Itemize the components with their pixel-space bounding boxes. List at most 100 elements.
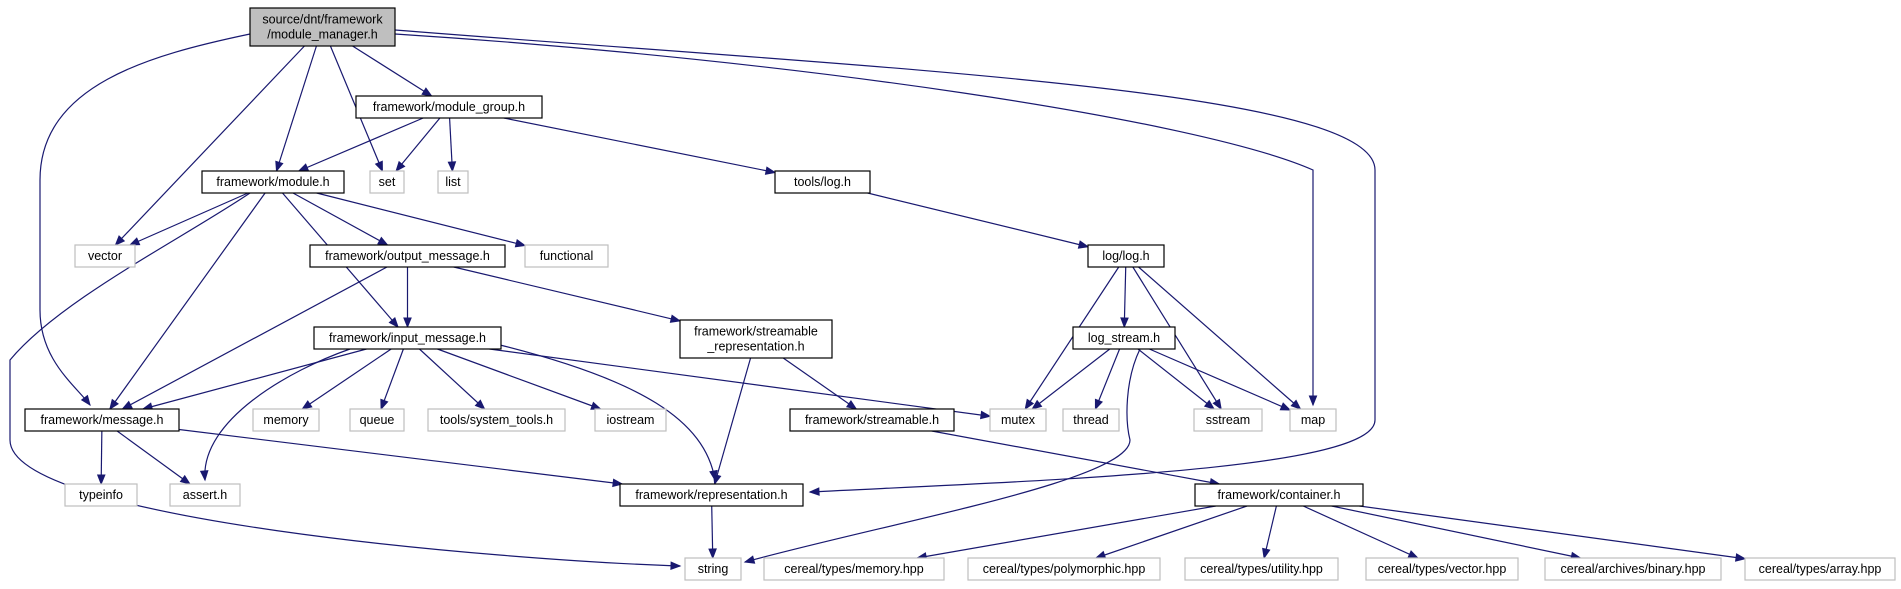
node-label: framework/module_group.h — [373, 100, 525, 114]
node-label: sstream — [1206, 413, 1250, 427]
edge-message-to-assert — [116, 430, 191, 485]
edge-module-to-functional — [316, 192, 527, 248]
node-label: memory — [263, 413, 309, 427]
node-input_message[interactable]: framework/input_message.h — [313, 326, 502, 350]
edge-log_stream-to-map — [1149, 348, 1292, 411]
node-label: cereal/types/polymorphic.hpp — [983, 562, 1146, 576]
node-vector: vector — [74, 244, 136, 268]
node-set: set — [369, 170, 405, 194]
node-label: log_stream.h — [1088, 331, 1160, 345]
node-container[interactable]: framework/container.h — [1194, 483, 1364, 507]
node-box — [252, 408, 320, 432]
edge-root-to-map — [394, 33, 1318, 407]
node-box — [1184, 557, 1339, 581]
edge-module-to-vector — [128, 192, 249, 246]
node-label: cereal/types/memory.hpp — [784, 562, 923, 576]
node-label: framework/module.h — [216, 175, 329, 189]
node-map: map — [1289, 408, 1337, 432]
node-box — [1544, 557, 1722, 581]
edge-log_stream-to-string — [743, 348, 1141, 564]
edge-container-to-cereal_utility — [1262, 505, 1277, 560]
node-label: framework/input_message.h — [329, 331, 486, 345]
edge-module-to-message — [109, 192, 266, 411]
node-label: map — [1301, 413, 1325, 427]
edge-root-to-module_group — [352, 45, 433, 97]
node-label: iostream — [607, 413, 655, 427]
edge-log_stream-to-sstream — [1137, 348, 1216, 410]
node-tools_log[interactable]: tools/log.h — [774, 170, 871, 194]
node-box — [437, 170, 469, 194]
edge-tools_log-to-log_log — [867, 192, 1090, 249]
node-module[interactable]: framework/module.h — [201, 170, 345, 194]
node-log_stream[interactable]: log_stream.h — [1072, 326, 1176, 350]
node-box — [763, 557, 945, 581]
node-root[interactable]: source/dnt/framework/module_manager.h — [249, 7, 396, 47]
node-label: queue — [360, 413, 395, 427]
node-typeinfo: typeinfo — [64, 483, 138, 507]
edge-input_message-to-system_tools — [419, 348, 486, 410]
node-label: set — [379, 175, 396, 189]
node-assert: assert.h — [169, 483, 241, 507]
node-label: assert.h — [183, 488, 228, 502]
edge-module_group-to-tools_log — [503, 117, 777, 175]
node-label: _representation.h — [706, 340, 804, 354]
edge-streamable_repr-to-streamable — [782, 357, 858, 410]
node-label: framework/streamable.h — [805, 413, 939, 427]
node-streamable_repr[interactable]: framework/streamable_representation.h — [679, 319, 833, 359]
nodes-layer: source/dnt/framework/module_manager.hfra… — [24, 7, 1896, 581]
node-box — [64, 483, 138, 507]
node-box — [1062, 408, 1120, 432]
edge-container-to-cereal_memory — [915, 505, 1216, 561]
node-box — [967, 557, 1161, 581]
node-box — [619, 483, 804, 507]
node-box — [201, 170, 345, 194]
node-label: source/dnt/framework — [262, 13, 383, 27]
node-box — [427, 408, 566, 432]
node-streamable[interactable]: framework/streamable.h — [789, 408, 955, 432]
edge-log_log-to-sstream — [1132, 266, 1222, 411]
node-cereal_memory: cereal/types/memory.hpp — [763, 557, 945, 581]
node-box — [1193, 408, 1263, 432]
node-label: cereal/types/array.hpp — [1759, 562, 1882, 576]
node-box — [369, 170, 405, 194]
edge-output_message-to-input_message — [403, 267, 412, 329]
node-box — [1744, 557, 1896, 581]
node-label: string — [698, 562, 729, 576]
node-box — [684, 557, 742, 581]
edges-layer — [9, 29, 1747, 571]
edge-output_message-to-streamable_repr — [453, 266, 682, 323]
node-cereal_polymorphic: cereal/types/polymorphic.hpp — [967, 557, 1161, 581]
node-label: vector — [88, 249, 122, 263]
node-label: typeinfo — [79, 488, 123, 502]
edge-message-to-representation — [178, 428, 624, 488]
node-box — [24, 408, 180, 432]
node-representation[interactable]: framework/representation.h — [619, 483, 804, 507]
node-box — [524, 244, 609, 268]
edge-log_log-to-mutex — [1024, 266, 1120, 411]
node-log_log[interactable]: log/log.h — [1087, 244, 1165, 268]
edge-log_log-to-log_stream — [1120, 266, 1129, 329]
node-box — [1289, 408, 1337, 432]
edge-container-to-cereal_binary — [1331, 505, 1582, 561]
node-label: framework/container.h — [1218, 488, 1341, 502]
node-box — [169, 483, 241, 507]
node-list: list — [437, 170, 469, 194]
node-label: /module_manager.h — [267, 28, 378, 42]
edge-module-to-output_message — [292, 192, 389, 246]
edge-module_group-to-set — [395, 117, 441, 173]
node-label: cereal/types/utility.hpp — [1200, 562, 1323, 576]
edge-input_message-to-memory — [301, 348, 392, 410]
edge-streamable-to-container — [931, 430, 1221, 487]
node-output_message[interactable]: framework/output_message.h — [309, 244, 506, 268]
node-box — [249, 7, 396, 47]
node-box — [349, 408, 405, 432]
edge-input_message-to-queue — [380, 348, 404, 411]
edge-log_stream-to-thread — [1094, 348, 1121, 411]
edge-root-to-vector — [114, 45, 305, 246]
edge-streamable_repr-to-representation — [713, 357, 752, 486]
node-message[interactable]: framework/message.h — [24, 408, 180, 432]
edge-input_message-to-iostream — [437, 348, 602, 410]
node-mutex: mutex — [989, 408, 1047, 432]
node-memory: memory — [252, 408, 320, 432]
node-module_group[interactable]: framework/module_group.h — [355, 95, 543, 119]
